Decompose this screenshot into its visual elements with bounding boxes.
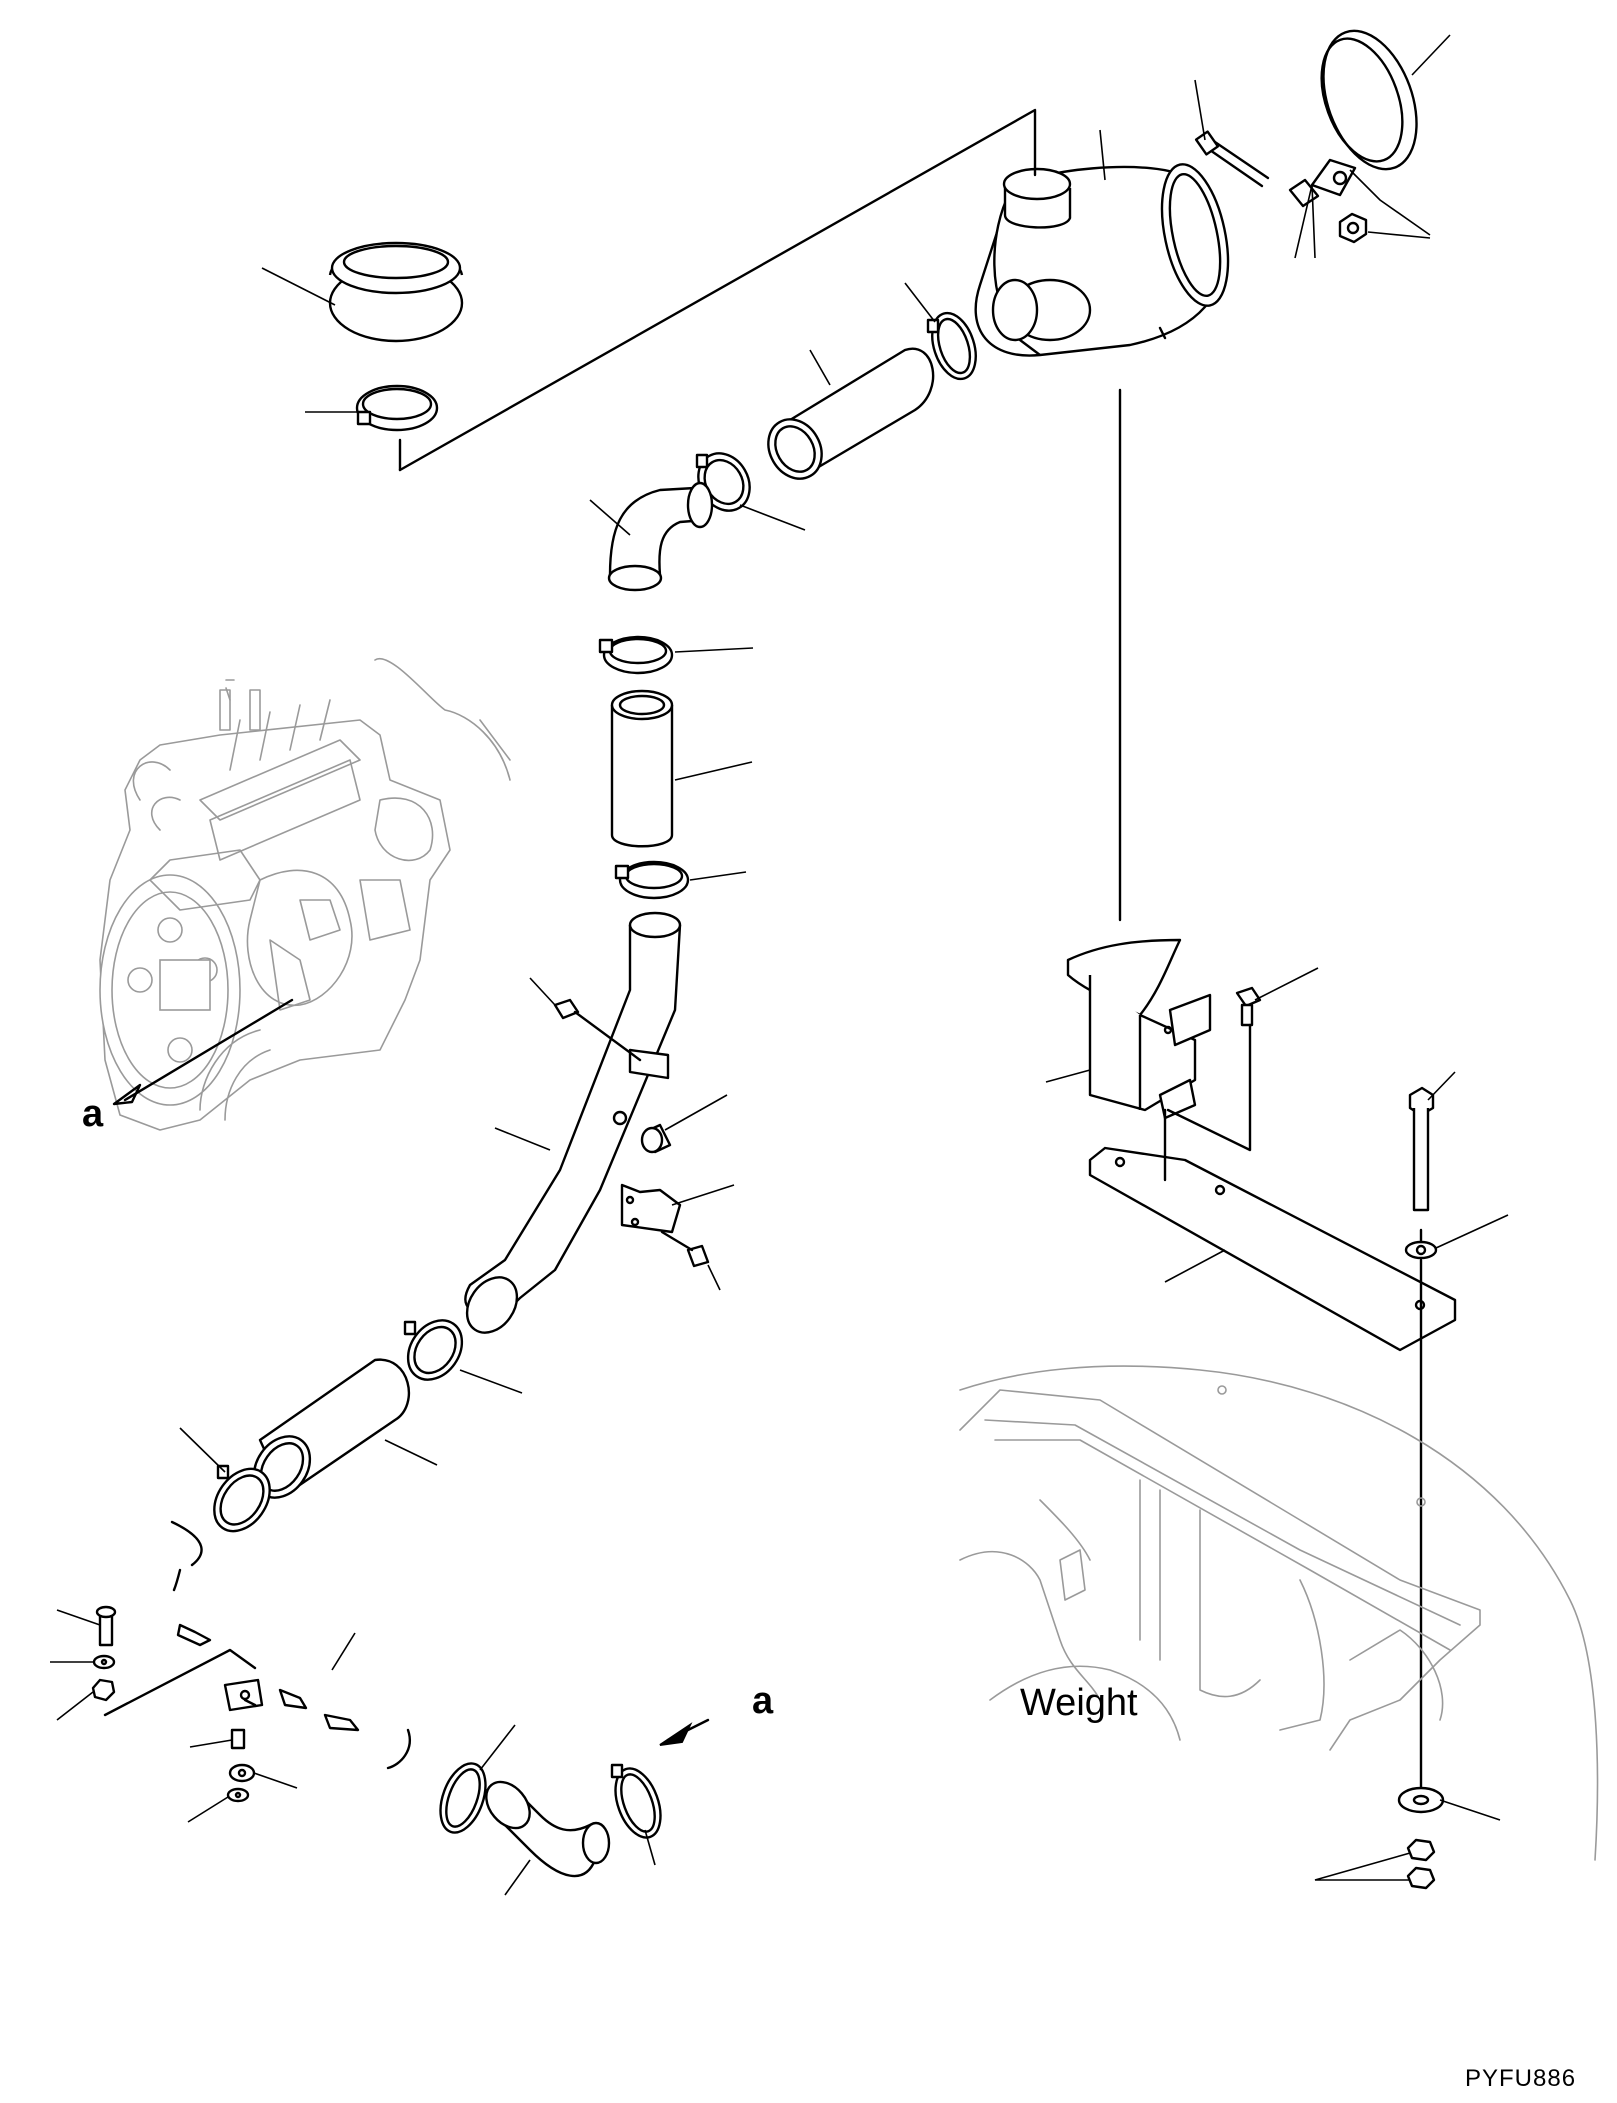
band-nut bbox=[1338, 212, 1368, 244]
bracket-bolt bbox=[1235, 986, 1262, 1027]
hose-clamp-7 bbox=[610, 1763, 662, 1839]
pipe-bracket-plate bbox=[620, 1183, 710, 1268]
pipe-sensor-plug bbox=[612, 1110, 672, 1154]
weight-label: Weight bbox=[1020, 1682, 1138, 1724]
weight-nuts bbox=[1406, 1838, 1436, 1890]
elbow-upper bbox=[607, 481, 714, 592]
band-bolt bbox=[1194, 130, 1320, 208]
long-bolt-washer bbox=[1404, 1240, 1438, 1260]
precleaner-cap bbox=[328, 241, 464, 343]
mount-nut-lower bbox=[228, 1763, 256, 1783]
air-cleaner-inlet-cap bbox=[1002, 167, 1072, 229]
figure-code: PYFU886 bbox=[1465, 2065, 1577, 2092]
pipe-bracket-bolt bbox=[553, 998, 670, 1080]
mount-washer bbox=[92, 1654, 116, 1670]
hose-clamp-4 bbox=[403, 1319, 464, 1381]
mount-bolt bbox=[95, 1605, 117, 1647]
leader-lines bbox=[50, 34, 1509, 1896]
mounting-band bbox=[1310, 29, 1418, 197]
intake-hose-upper bbox=[767, 347, 935, 480]
mount-brackets bbox=[176, 1623, 360, 1732]
intake-pipe bbox=[464, 911, 682, 1334]
outlet-clamp bbox=[926, 311, 977, 381]
intake-hose-middle bbox=[610, 689, 674, 848]
engine-reference-view bbox=[99, 657, 511, 1131]
elbow-lower bbox=[485, 1780, 611, 1878]
hose-clamp-5 bbox=[213, 1464, 271, 1533]
mount-spacer bbox=[230, 1728, 246, 1750]
hose-clamp-6 bbox=[439, 1762, 487, 1834]
mount-nut bbox=[91, 1678, 116, 1702]
view-a-label-upper: a bbox=[82, 1093, 104, 1135]
leader-cap-to-cleaner bbox=[398, 108, 1037, 472]
cleaner-bracket bbox=[1066, 938, 1212, 1120]
weight-plate bbox=[1088, 1108, 1457, 1352]
long-bolt bbox=[1408, 1086, 1435, 1212]
hose-clamp-2 bbox=[598, 635, 674, 675]
mount-washer-lower bbox=[226, 1787, 250, 1803]
weight-washer bbox=[1397, 1786, 1445, 1814]
view-a-arrow-head bbox=[112, 1083, 142, 1106]
cap-clamp bbox=[355, 384, 439, 432]
hose-clamp-3 bbox=[614, 860, 690, 900]
view-a-label-lower: a bbox=[752, 1680, 774, 1722]
view-a-arrow-line bbox=[123, 998, 294, 1102]
counterweight-reference bbox=[959, 1365, 1599, 1861]
